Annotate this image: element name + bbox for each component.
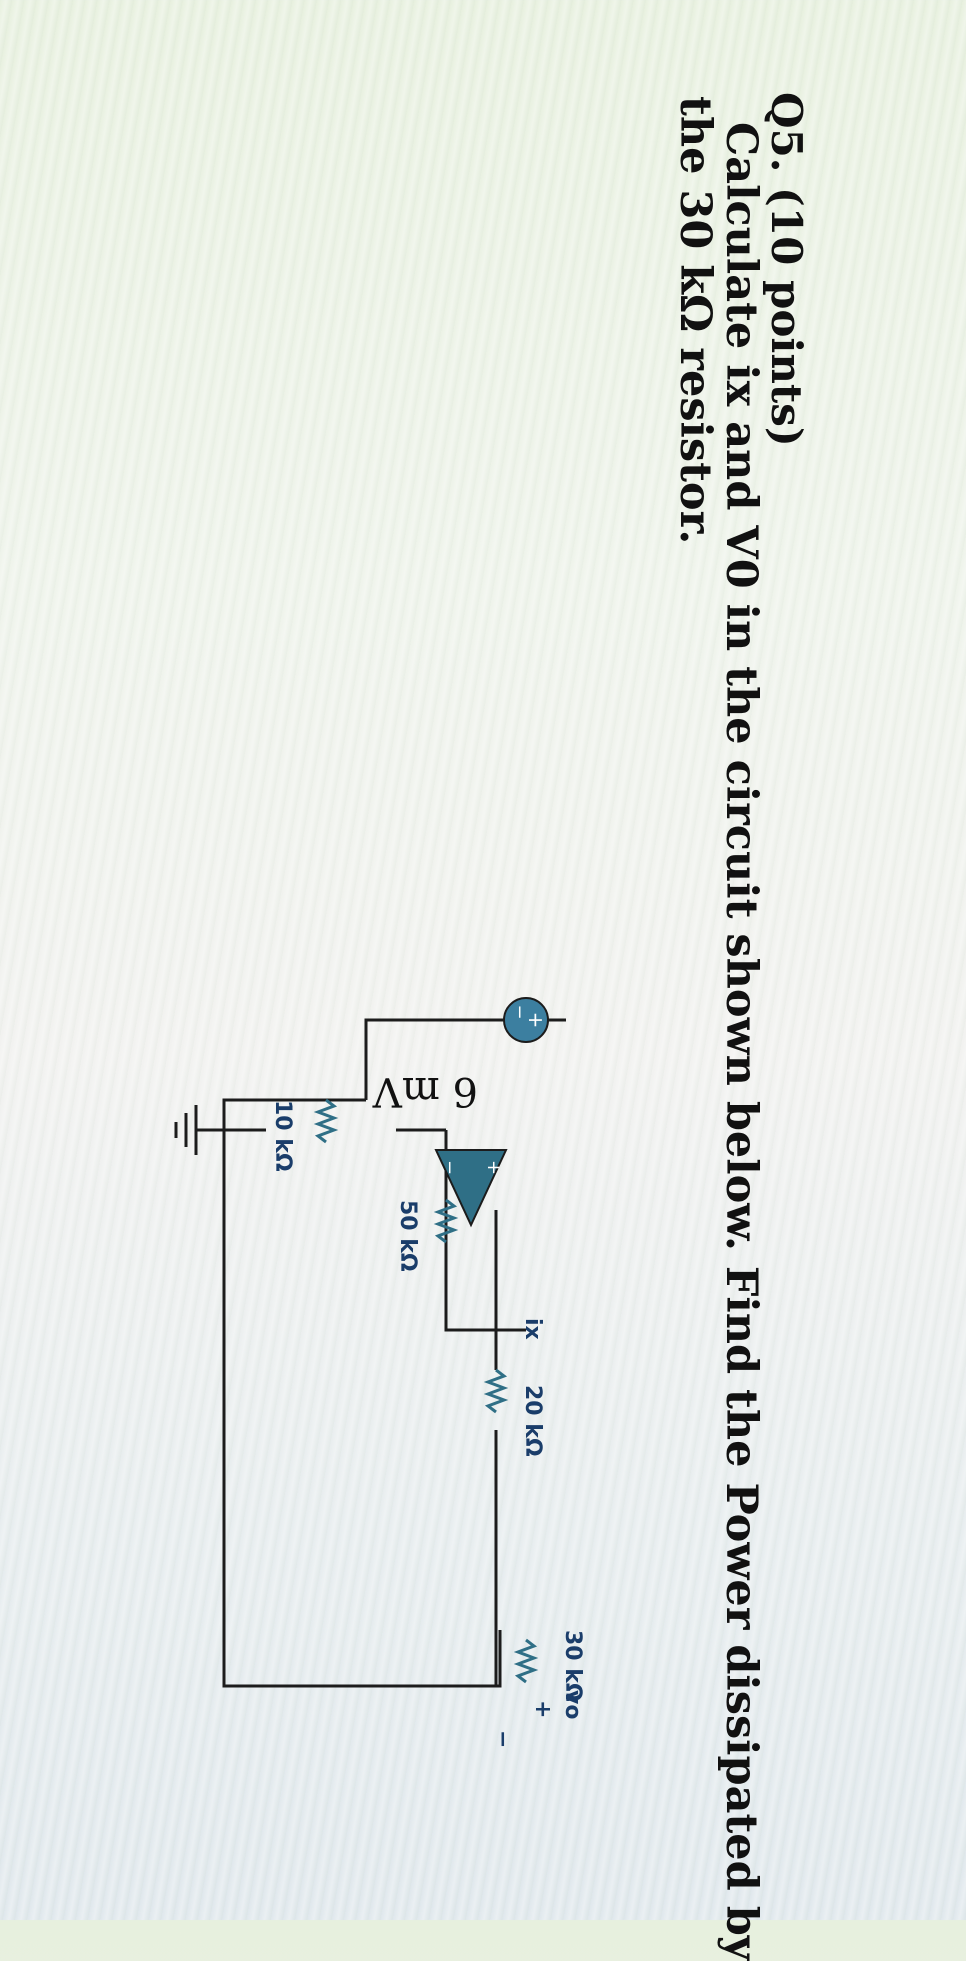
ix-label: ix	[520, 1318, 545, 1340]
label-10k: 10 kΩ	[270, 1100, 295, 1172]
op-amp: + −	[434, 1149, 508, 1228]
label-30k: 30 kΩ	[560, 1630, 585, 1702]
op-amp-plus: +	[483, 1160, 504, 1175]
resistors	[313, 1098, 539, 1684]
op-amp-minus: −	[439, 1160, 460, 1175]
op-amp-triangle	[434, 1149, 508, 1228]
resistor-30k	[513, 1638, 539, 1684]
source-plus-sign: +	[524, 1012, 548, 1029]
label-20k: 20 kΩ	[520, 1385, 545, 1457]
rotated-page: Q5. (10 points) Calculate ix and V0 in t…	[174, 92, 811, 1961]
source-minus-sign: −	[509, 1004, 530, 1019]
circuit-diagram: + − 6 mV + − 10 kΩ 50 kΩ 20 kΩ 30 kΩ ix …	[174, 997, 585, 1748]
label-50k: 50 kΩ	[395, 1200, 420, 1272]
vo-minus-sign: −	[490, 1730, 515, 1748]
voltage-source-circle	[503, 997, 549, 1043]
voltage-source: + −	[503, 997, 549, 1043]
vo-label: vo	[560, 1690, 585, 1719]
source-value-label: 6 mV	[372, 1068, 478, 1114]
ground-symbol	[174, 1105, 224, 1155]
resistor-50k	[433, 1198, 459, 1244]
vo-plus-sign: +	[530, 1700, 555, 1718]
resistor-10k	[313, 1098, 339, 1144]
resistor-20k	[483, 1368, 509, 1414]
